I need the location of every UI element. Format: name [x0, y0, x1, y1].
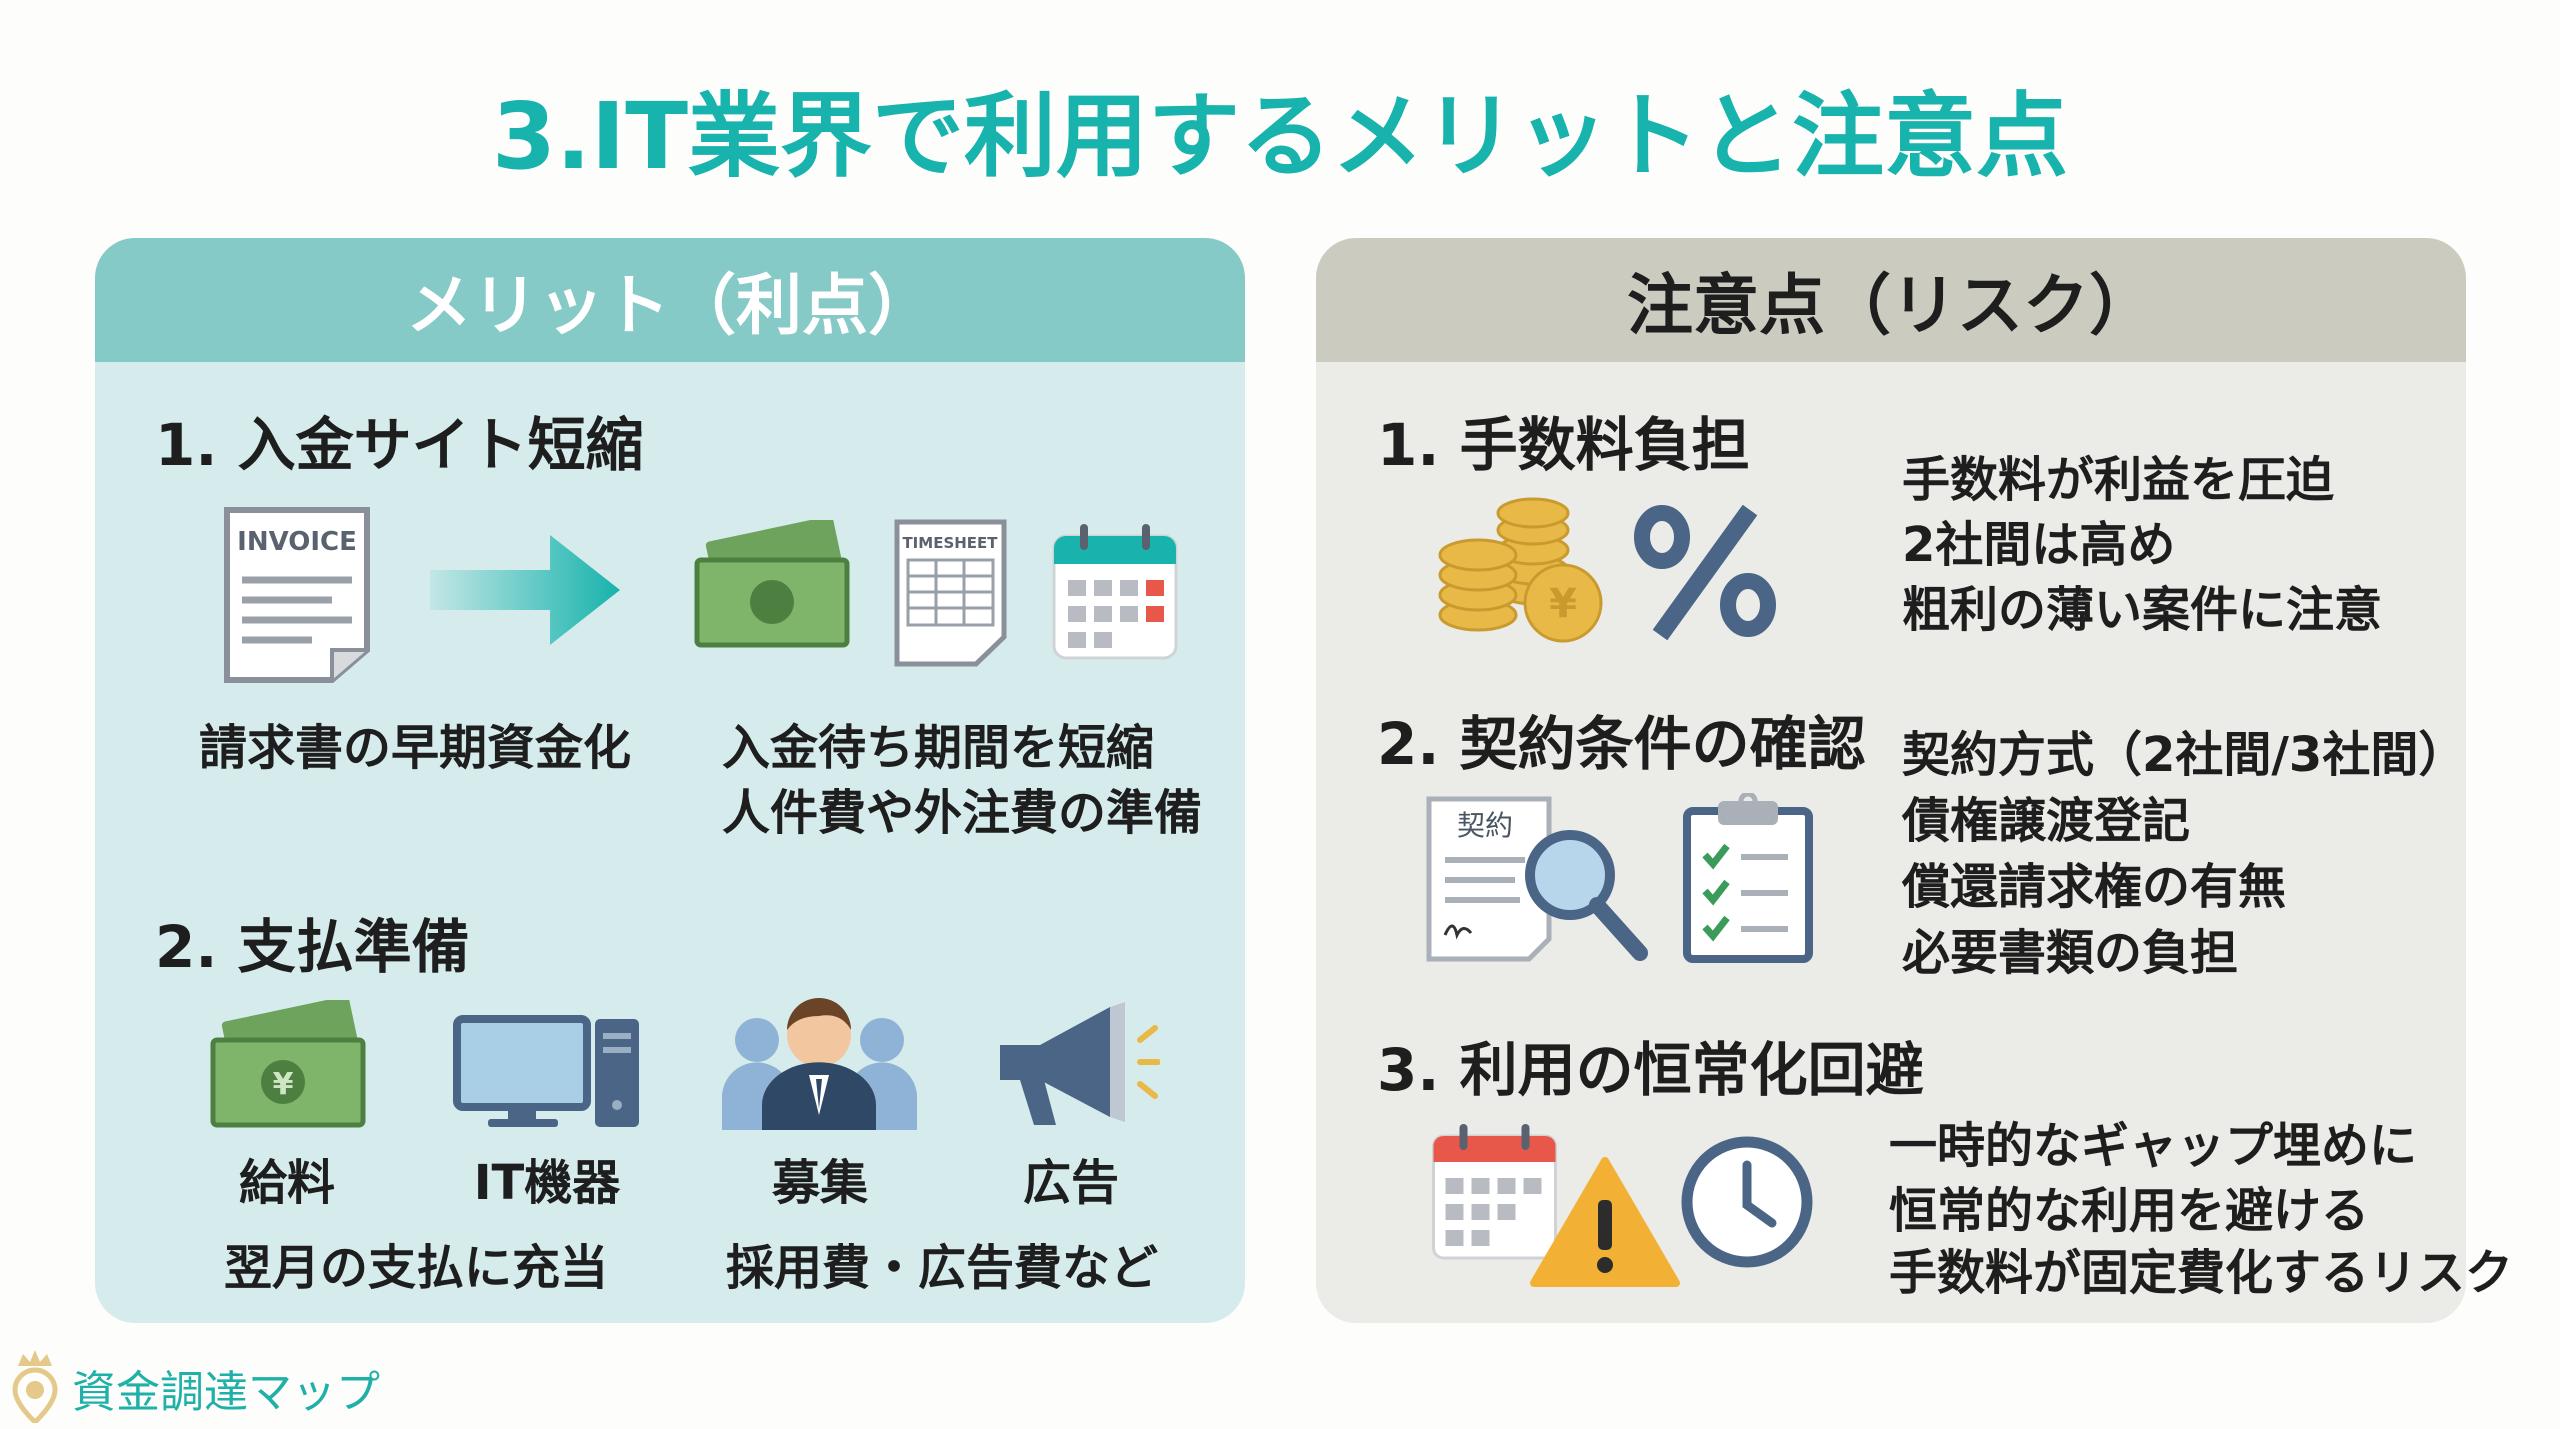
- merit-caption: 請求書の早期資金化: [199, 720, 632, 776]
- merit-caption: 入金待ち期間を短縮: [722, 720, 1155, 776]
- merits-header: メリット（利点）: [95, 238, 1245, 362]
- risk-line: 粗利の薄い案件に注意: [1902, 582, 2383, 638]
- svg-text:¥: ¥: [1549, 581, 1577, 627]
- risk-line: 恒常的な利用を避ける: [1889, 1183, 2370, 1239]
- merit-caption: 採用費・広告費など: [725, 1240, 1159, 1296]
- recruit-people-icon: [722, 998, 917, 1130]
- risk-line: 債権譲渡登記: [1902, 793, 2191, 849]
- risk-line: 2社間は高め: [1902, 517, 2176, 573]
- checklist-icon: [1683, 793, 1813, 963]
- clock-icon: [1681, 1136, 1813, 1268]
- merit-heading-1: 1. 入金サイト短縮: [155, 411, 644, 479]
- risk-heading-3: 3. 利用の恒常化回避: [1377, 1036, 1924, 1104]
- contract-label: 契約: [1457, 809, 1513, 842]
- page-title: 3.IT業界で利用するメリットと注意点: [492, 83, 2068, 190]
- payment-item-label: 広告: [1022, 1155, 1120, 1211]
- calendar-icon: [1432, 1124, 1557, 1260]
- yen-cash-icon: ¥: [210, 1000, 366, 1128]
- invoice-label: INVOICE: [237, 527, 357, 557]
- computer-icon: [453, 1015, 639, 1127]
- risk-line: 必要書類の負担: [1902, 925, 2239, 981]
- invoice-icon: INVOICE: [224, 507, 370, 683]
- payment-item-label: IT機器: [473, 1155, 621, 1211]
- warning-icon: [1530, 1157, 1680, 1287]
- merit-caption: 人件費や外注費の準備: [722, 785, 1203, 841]
- timesheet-icon: TIMESHEET: [894, 519, 1007, 667]
- svg-text:¥: ¥: [273, 1067, 294, 1102]
- risk-line: 手数料が利益を圧迫: [1902, 452, 2335, 508]
- merit-heading-2: 2. 支払準備: [155, 913, 470, 981]
- timesheet-label: TIMESHEET: [902, 534, 998, 552]
- arrow-right-icon: [430, 535, 620, 645]
- payment-item-label: 給料: [238, 1155, 336, 1211]
- risk-heading-1: 1. 手数料負担: [1377, 411, 1750, 479]
- megaphone-icon: [1000, 1002, 1160, 1125]
- percent-icon: [1634, 505, 1776, 640]
- payment-item-label: 募集: [771, 1155, 869, 1211]
- merits-panel: メリット（利点）: [95, 238, 1245, 1323]
- cash-icon: [694, 520, 850, 648]
- risks-header: 注意点（リスク）: [1316, 238, 2466, 362]
- risk-line: 契約方式（2社間/3社間）: [1902, 727, 2467, 783]
- calendar-icon: [1052, 524, 1178, 660]
- logo-crown-pin-icon: [12, 1350, 58, 1423]
- yen-coins-icon: ¥: [1438, 497, 1603, 643]
- logo-text: 資金調達マップ: [72, 1367, 380, 1418]
- risk-line: 手数料が固定費化するリスク: [1889, 1245, 2514, 1301]
- risk-line: 一時的なギャップ埋めに: [1889, 1118, 2418, 1174]
- risk-heading-2: 2. 契約条件の確認: [1377, 710, 1866, 778]
- merit-caption: 翌月の支払に充当: [223, 1240, 609, 1296]
- risk-line: 償還請求権の有無: [1902, 859, 2287, 915]
- contract-magnifier-icon: 契約: [1426, 796, 1648, 962]
